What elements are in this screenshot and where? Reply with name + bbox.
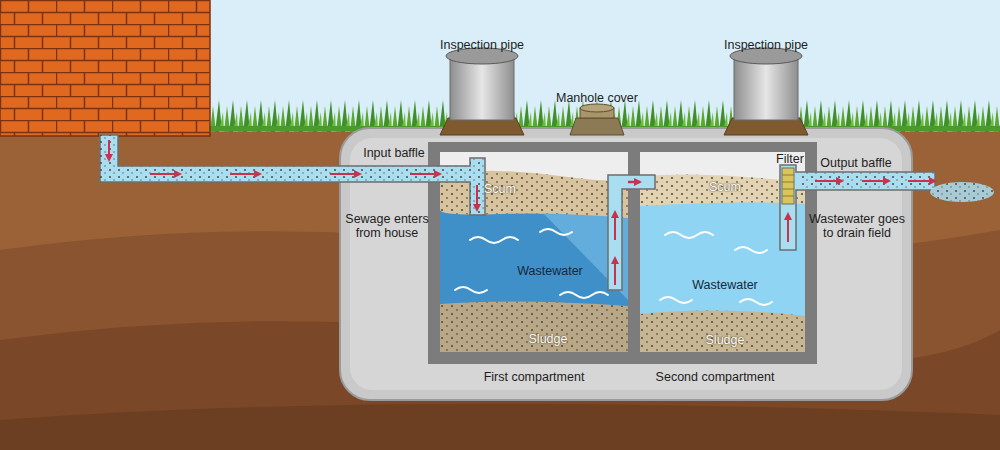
part-label: Filter (765, 152, 815, 166)
flow-arrow (628, 181, 640, 184)
node-label: Second compartment (620, 370, 810, 384)
part-label: Inspection pipe (706, 38, 826, 52)
node-label: Sludge (513, 332, 583, 346)
flow-note: Sewage enters from house (342, 212, 432, 240)
node-label: First compartment (430, 370, 638, 384)
sludge-layer: Sludge (640, 315, 805, 352)
part-label: Inspection pipe (422, 38, 542, 52)
part-label: Manhole cover (537, 91, 657, 105)
node-label: Sludge (690, 333, 760, 347)
flow-note: Wastewater goes to drain field (805, 212, 910, 240)
part-label: Input baffle (349, 146, 439, 160)
node-label: Scum (470, 182, 530, 196)
node-label: Wastewater (495, 264, 605, 278)
scum-layer: Scum (640, 174, 805, 208)
part-label: Output baffle (806, 156, 906, 170)
sludge-layer: Sludge (440, 308, 628, 352)
wastewater-layer: Wastewater (640, 208, 805, 315)
compartment: Second compartmentScumWastewaterSludge (640, 152, 805, 352)
wastewater-layer: Wastewater (440, 214, 628, 306)
compartment: First compartmentScumWastewaterSludge (440, 152, 628, 352)
node-label: Scum (695, 180, 755, 194)
node-label: Wastewater (670, 278, 780, 292)
scum-layer: Scum (440, 174, 628, 218)
